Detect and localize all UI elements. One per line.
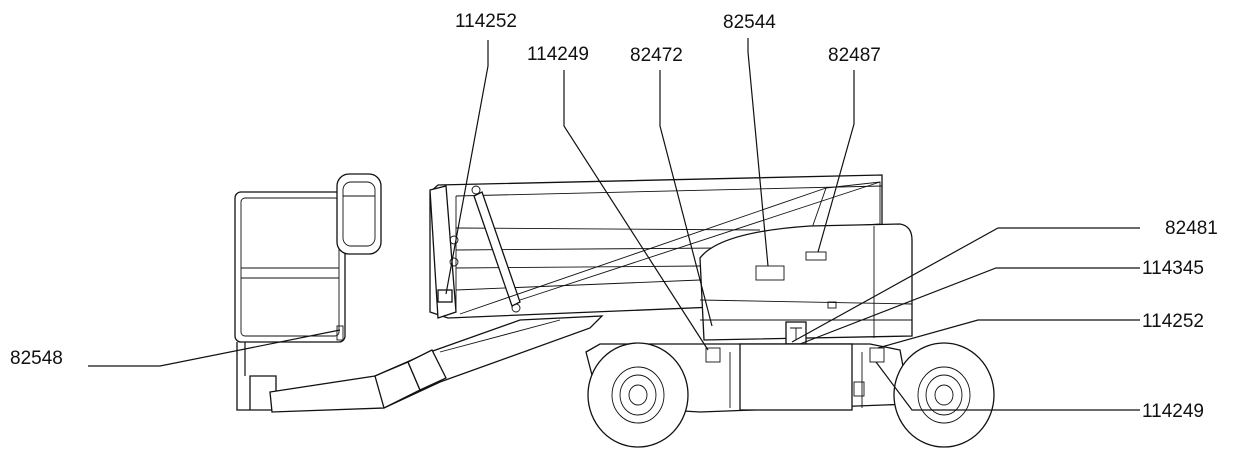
leader-c3 (659, 70, 713, 327)
callout-label-c3: 82472 (630, 45, 683, 66)
front-wheel (587, 342, 689, 448)
callout-label-c10: 82548 (10, 348, 63, 369)
leader-c8 (877, 319, 1140, 349)
callout-label-c5: 82487 (828, 45, 881, 66)
leader-c2 (563, 70, 709, 351)
leader-c5 (817, 70, 855, 253)
leader-c7 (799, 267, 1140, 345)
callout-label-c1: 114252 (455, 11, 517, 32)
callout-label-c6: 82481 (1165, 218, 1218, 239)
rear-wheel (893, 342, 995, 448)
callout-label-c2: 114249 (527, 44, 589, 65)
leader-c10 (88, 329, 341, 367)
callout-labels: 114252 114249 82472 82544 82487 82481 11… (10, 11, 1218, 422)
leader-lines (88, 38, 1140, 411)
turntable-cover (699, 223, 913, 345)
platform-basket (234, 173, 382, 411)
callout-label-c9: 114249 (1142, 401, 1204, 422)
callout-label-c8: 114252 (1142, 311, 1204, 332)
leader-c4 (747, 38, 769, 267)
jib-arm (269, 315, 604, 413)
boom-lift-illustration (234, 173, 995, 448)
leader-c9 (875, 361, 1140, 411)
callout-label-c7: 114345 (1142, 258, 1204, 279)
leader-c6 (791, 227, 1140, 343)
callout-label-c4: 82544 (723, 12, 776, 33)
leader-c1 (445, 40, 489, 295)
